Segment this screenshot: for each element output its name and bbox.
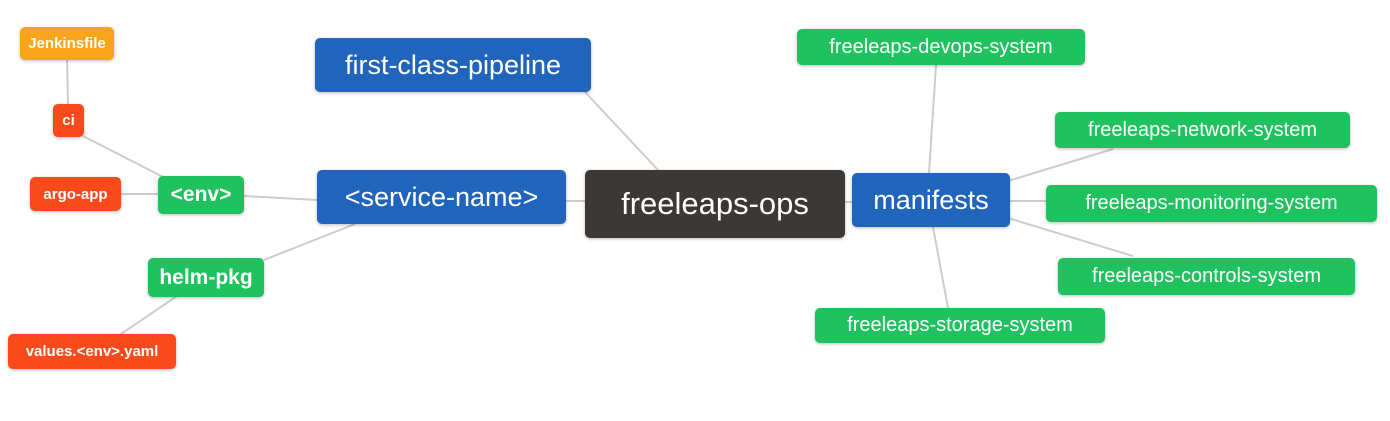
node-root-freeleaps-ops: freeleaps-ops <box>585 170 845 238</box>
edge-ci-env <box>82 135 168 180</box>
edge-manifests-storage <box>932 226 949 309</box>
node-freeleaps-monitoring-system: freeleaps-monitoring-system <box>1046 185 1377 222</box>
edge-manifests-network <box>1007 148 1114 182</box>
node-service-name: <service-name> <box>317 170 566 224</box>
node-freeleaps-devops-system: freeleaps-devops-system <box>797 29 1085 65</box>
node-ci: ci <box>53 104 84 137</box>
node-values-env-yaml: values.<env>.yaml <box>8 334 176 369</box>
edge-helmpkg-values <box>117 295 178 337</box>
node-freeleaps-network-system: freeleaps-network-system <box>1055 112 1350 148</box>
node-freeleaps-controls-system: freeleaps-controls-system <box>1058 258 1355 295</box>
node-freeleaps-storage-system: freeleaps-storage-system <box>815 308 1105 343</box>
edge-pipeline-root <box>584 91 659 171</box>
node-argo-app: argo-app <box>30 177 121 211</box>
edge-servicename-helmpkg <box>263 223 356 261</box>
node-manifests: manifests <box>852 173 1010 227</box>
edge-jenkinsfile-ci <box>66 58 69 105</box>
node-env: <env> <box>158 176 244 214</box>
edge-env-servicename <box>243 195 318 201</box>
node-first-class-pipeline: first-class-pipeline <box>315 38 591 92</box>
edge-manifests-devops <box>928 64 937 174</box>
edge-manifests-controls <box>1007 217 1134 257</box>
node-jenkinsfile: Jenkinsfile <box>20 27 114 60</box>
node-helm-pkg: helm-pkg <box>148 258 264 297</box>
